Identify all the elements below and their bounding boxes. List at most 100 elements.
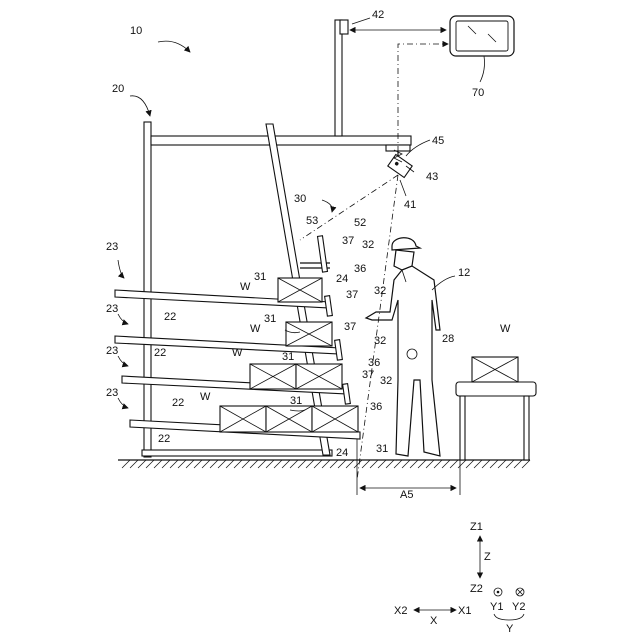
label-rack: 30 bbox=[294, 193, 306, 205]
label-slot-1: 31 bbox=[254, 271, 266, 283]
label-frame: 20 bbox=[112, 83, 124, 95]
label-tag-3: 37 bbox=[344, 321, 356, 333]
label-workpiece-5: W bbox=[500, 323, 511, 335]
label-marker-b: 52 bbox=[354, 217, 366, 229]
label-workpiece-3: W bbox=[232, 347, 243, 359]
label-workpiece-4: W bbox=[200, 391, 211, 403]
label-bin-1: 32 bbox=[362, 239, 374, 251]
floor-hatch-mark bbox=[450, 460, 458, 468]
floor-hatch-mark bbox=[274, 460, 282, 468]
floor-hatch-mark bbox=[138, 460, 146, 468]
label-sensor-upper: 45 bbox=[432, 135, 444, 147]
floor-hatch-mark bbox=[130, 460, 138, 468]
floor-hatch-mark bbox=[458, 460, 466, 468]
label-bin-2: 32 bbox=[374, 285, 386, 297]
floor-hatch-mark bbox=[386, 460, 394, 468]
label-workpiece-2: W bbox=[250, 323, 261, 335]
floor-hatch-mark bbox=[370, 460, 378, 468]
floor-hatch-mark bbox=[434, 460, 442, 468]
floor-hatch-mark bbox=[186, 460, 194, 468]
floor-hatch-mark bbox=[250, 460, 258, 468]
floor-hatch-mark bbox=[226, 460, 234, 468]
floor-hatch-mark bbox=[378, 460, 386, 468]
label-stopper-1: 24 bbox=[336, 273, 348, 285]
floor-hatch-mark bbox=[394, 460, 402, 468]
axis-z: Z bbox=[484, 551, 491, 563]
floor-hatch-mark bbox=[346, 460, 354, 468]
floor-hatch-mark bbox=[258, 460, 266, 468]
floor-hatch-mark bbox=[402, 460, 410, 468]
label-marker-a: 53 bbox=[306, 215, 318, 227]
axis-legend: Z1 Z Z2 X2 X X1 Y1 Y2 Y bbox=[394, 521, 525, 635]
floor-hatch-mark bbox=[354, 460, 362, 468]
label-system: 10 bbox=[130, 25, 142, 37]
conveyor bbox=[456, 357, 536, 460]
label-conveyor: 28 bbox=[442, 333, 454, 345]
floor-hatch-mark bbox=[234, 460, 242, 468]
floor-hatch-mark bbox=[146, 460, 154, 468]
label-stopper-2: 24 bbox=[336, 447, 348, 459]
floor-hatch-mark bbox=[362, 460, 370, 468]
floor-hatch-mark bbox=[314, 460, 322, 468]
label-workpiece-1: W bbox=[240, 281, 251, 293]
label-shelf-unit-2: 23 bbox=[106, 303, 118, 315]
axis-z2: Z2 bbox=[470, 583, 483, 595]
floor-hatch-mark bbox=[154, 460, 162, 468]
label-slot-3: 31 bbox=[282, 351, 294, 363]
floor-hatch-mark bbox=[170, 460, 178, 468]
floor-hatch-mark bbox=[506, 460, 514, 468]
floor-hatch-mark bbox=[242, 460, 250, 468]
floor bbox=[118, 460, 530, 468]
floor-hatch-mark bbox=[298, 460, 306, 468]
floor-hatch-mark bbox=[162, 460, 170, 468]
label-camera: 42 bbox=[372, 9, 384, 21]
label-slot-4: 31 bbox=[290, 395, 302, 407]
label-tag-4: 37 bbox=[362, 369, 374, 381]
floor-hatch-mark bbox=[466, 460, 474, 468]
label-display: 70 bbox=[472, 87, 484, 99]
label-slot-5: 31 bbox=[376, 443, 388, 455]
label-bin-3: 32 bbox=[374, 335, 386, 347]
floor-hatch-mark bbox=[426, 460, 434, 468]
axis-x1: X1 bbox=[458, 605, 471, 617]
floor-hatch-mark bbox=[418, 460, 426, 468]
label-sensor-lens: 41 bbox=[404, 199, 416, 211]
axis-y: Y bbox=[506, 623, 514, 635]
label-bracket-1: 36 bbox=[354, 263, 366, 275]
sensor-unit bbox=[388, 150, 412, 177]
floor-hatch-mark bbox=[338, 460, 346, 468]
floor-hatch-mark bbox=[522, 460, 530, 468]
label-shelf-1: 22 bbox=[164, 311, 176, 323]
label-tag-2: 37 bbox=[346, 289, 358, 301]
floor-hatch-mark bbox=[474, 460, 482, 468]
label-slot-2: 31 bbox=[264, 313, 276, 325]
label-bin-4: 32 bbox=[380, 375, 392, 387]
floor-hatch-mark bbox=[282, 460, 290, 468]
floor-hatch-mark bbox=[210, 460, 218, 468]
label-area: A5 bbox=[400, 489, 413, 501]
floor-hatch-mark bbox=[330, 460, 338, 468]
floor-hatch-mark bbox=[122, 460, 130, 468]
axis-y1: Y1 bbox=[490, 601, 503, 613]
axis-x2: X2 bbox=[394, 605, 407, 617]
floor-hatch-mark bbox=[410, 460, 418, 468]
floor-hatch-mark bbox=[322, 460, 330, 468]
label-bracket-3: 36 bbox=[370, 401, 382, 413]
label-worker: 12 bbox=[458, 267, 470, 279]
axis-x: X bbox=[430, 615, 438, 627]
axis-z1: Z1 bbox=[470, 521, 483, 533]
floor-hatch-mark bbox=[498, 460, 506, 468]
floor-hatch-mark bbox=[482, 460, 490, 468]
floor-hatch-mark bbox=[306, 460, 314, 468]
label-shelf-2: 22 bbox=[154, 347, 166, 359]
floor-hatch-mark bbox=[218, 460, 226, 468]
floor-hatch-mark bbox=[266, 460, 274, 468]
floor-hatch-mark bbox=[194, 460, 202, 468]
label-tag-1: 37 bbox=[342, 235, 354, 247]
label-shelf-unit-3: 23 bbox=[106, 345, 118, 357]
label-shelf-4: 22 bbox=[158, 433, 170, 445]
floor-hatch-mark bbox=[442, 460, 450, 468]
label-shelf-3: 22 bbox=[172, 397, 184, 409]
